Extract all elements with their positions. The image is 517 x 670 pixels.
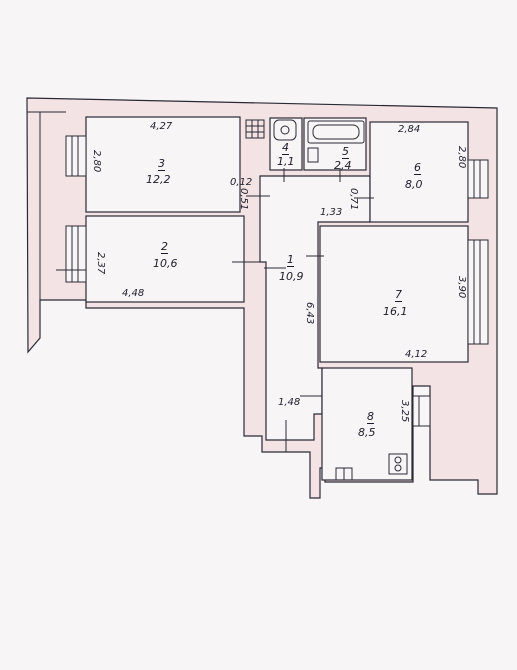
dim-room3-width: 4,27 [150, 121, 173, 132]
room-3-area: 12,2 [146, 173, 171, 186]
room-6 [369, 121, 469, 223]
dim-room8-height: 3,25 [399, 400, 410, 423]
dim-niche-left: 0,12 [230, 177, 253, 188]
room-7 [319, 225, 469, 363]
bathtub-icon [307, 120, 365, 144]
room-5-number: 5 [342, 145, 349, 159]
dim-hall-width: 1,33 [320, 207, 343, 218]
kitchen-fixture-icon [335, 467, 353, 481]
dim-room3-height: 2,80 [91, 150, 102, 173]
room-6-area: 8,0 [405, 178, 423, 191]
room-2-number: 2 [161, 240, 168, 254]
dim-room2-height: 2,37 [95, 252, 106, 275]
room-2-area: 10,6 [153, 257, 178, 270]
dim-niche-right: 0,71 [348, 188, 359, 211]
dim-room6-width: 2,84 [398, 124, 421, 135]
room-6-number: 6 [414, 161, 421, 175]
dim-niche-left-2: 0,51 [238, 188, 249, 211]
room-7-number: 7 [395, 288, 402, 302]
room-4 [269, 117, 303, 171]
balcony [27, 111, 66, 300]
room-2 [85, 215, 245, 303]
room-7-area: 16,1 [383, 305, 408, 318]
dim-hall-length: 6,43 [304, 302, 315, 325]
room-1-area: 10,9 [279, 270, 304, 283]
room-4-number: 4 [282, 141, 289, 155]
toilet-icon [307, 147, 319, 163]
dim-room7-width: 4,12 [405, 349, 428, 360]
room-5-area: 2,4 [334, 159, 352, 172]
windows [65, 135, 489, 427]
room-8-area: 8,5 [358, 426, 376, 439]
sink-icon [273, 119, 297, 141]
room-4-area: 1,1 [277, 155, 295, 168]
dim-hall-bottom: 1,48 [278, 397, 301, 408]
dim-room2-width: 4,48 [122, 288, 145, 299]
dim-room7-height: 3,90 [456, 276, 467, 299]
room-3-number: 3 [158, 157, 165, 171]
room-8 [321, 367, 413, 481]
room-1-number: 1 [287, 253, 294, 267]
room-8-number: 8 [367, 410, 374, 424]
ventilation-icon [245, 119, 265, 139]
stove-icon [388, 453, 408, 475]
dim-room6-height: 2,80 [456, 146, 467, 169]
door-marks [56, 168, 374, 452]
